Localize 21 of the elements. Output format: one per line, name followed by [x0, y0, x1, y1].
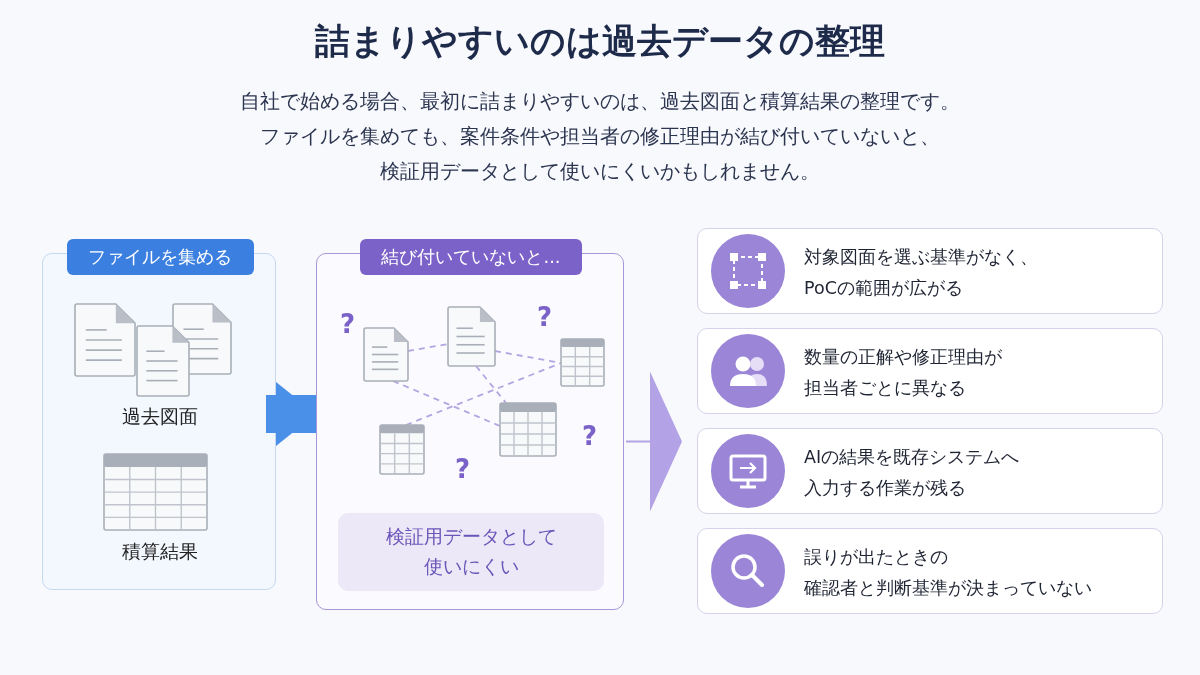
issue-card [697, 328, 1163, 414]
card-text: 対象図面を選ぶ基準がなく、PoCの範囲が広がる [804, 246, 1038, 300]
heading-tab: ファイルを集める [66, 239, 254, 275]
card-text: AIの結果を既存システムへ入力する作業が残る [804, 446, 1020, 500]
issue-card [697, 428, 1163, 514]
question-mark: ? [582, 420, 598, 452]
question-mark: ? [537, 301, 553, 333]
card-text: 誤りが出たときの確認者と判断基準が決まっていない [804, 546, 1092, 600]
issue-card [697, 528, 1163, 614]
caption-text: 積算結果 [121, 539, 199, 564]
arrow [266, 382, 316, 446]
description-text: 自社で始める場合、最初に詰まりやすいのは、過去図面と積算結果の整理です。ファイルを集めても、案件条件や担当者の修正理由が結び付いていないと、検証用データとして使いにくいかもしれません。 [239, 88, 961, 185]
chevron-arrow [625, 371, 682, 512]
issue-card [697, 228, 1163, 314]
heading-tab: 結び付いていないと... [360, 239, 582, 275]
result-box: 検証用データとして使いにくい [338, 513, 604, 591]
caption-text: 過去図面 [121, 404, 199, 429]
question-mark: ? [340, 308, 356, 340]
title: 詰まりやすいのは過去データの整理 [314, 20, 886, 63]
card-text: 数量の正解や修正理由が担当者ごとに異なる [804, 346, 1002, 400]
question-mark: ? [455, 453, 471, 485]
